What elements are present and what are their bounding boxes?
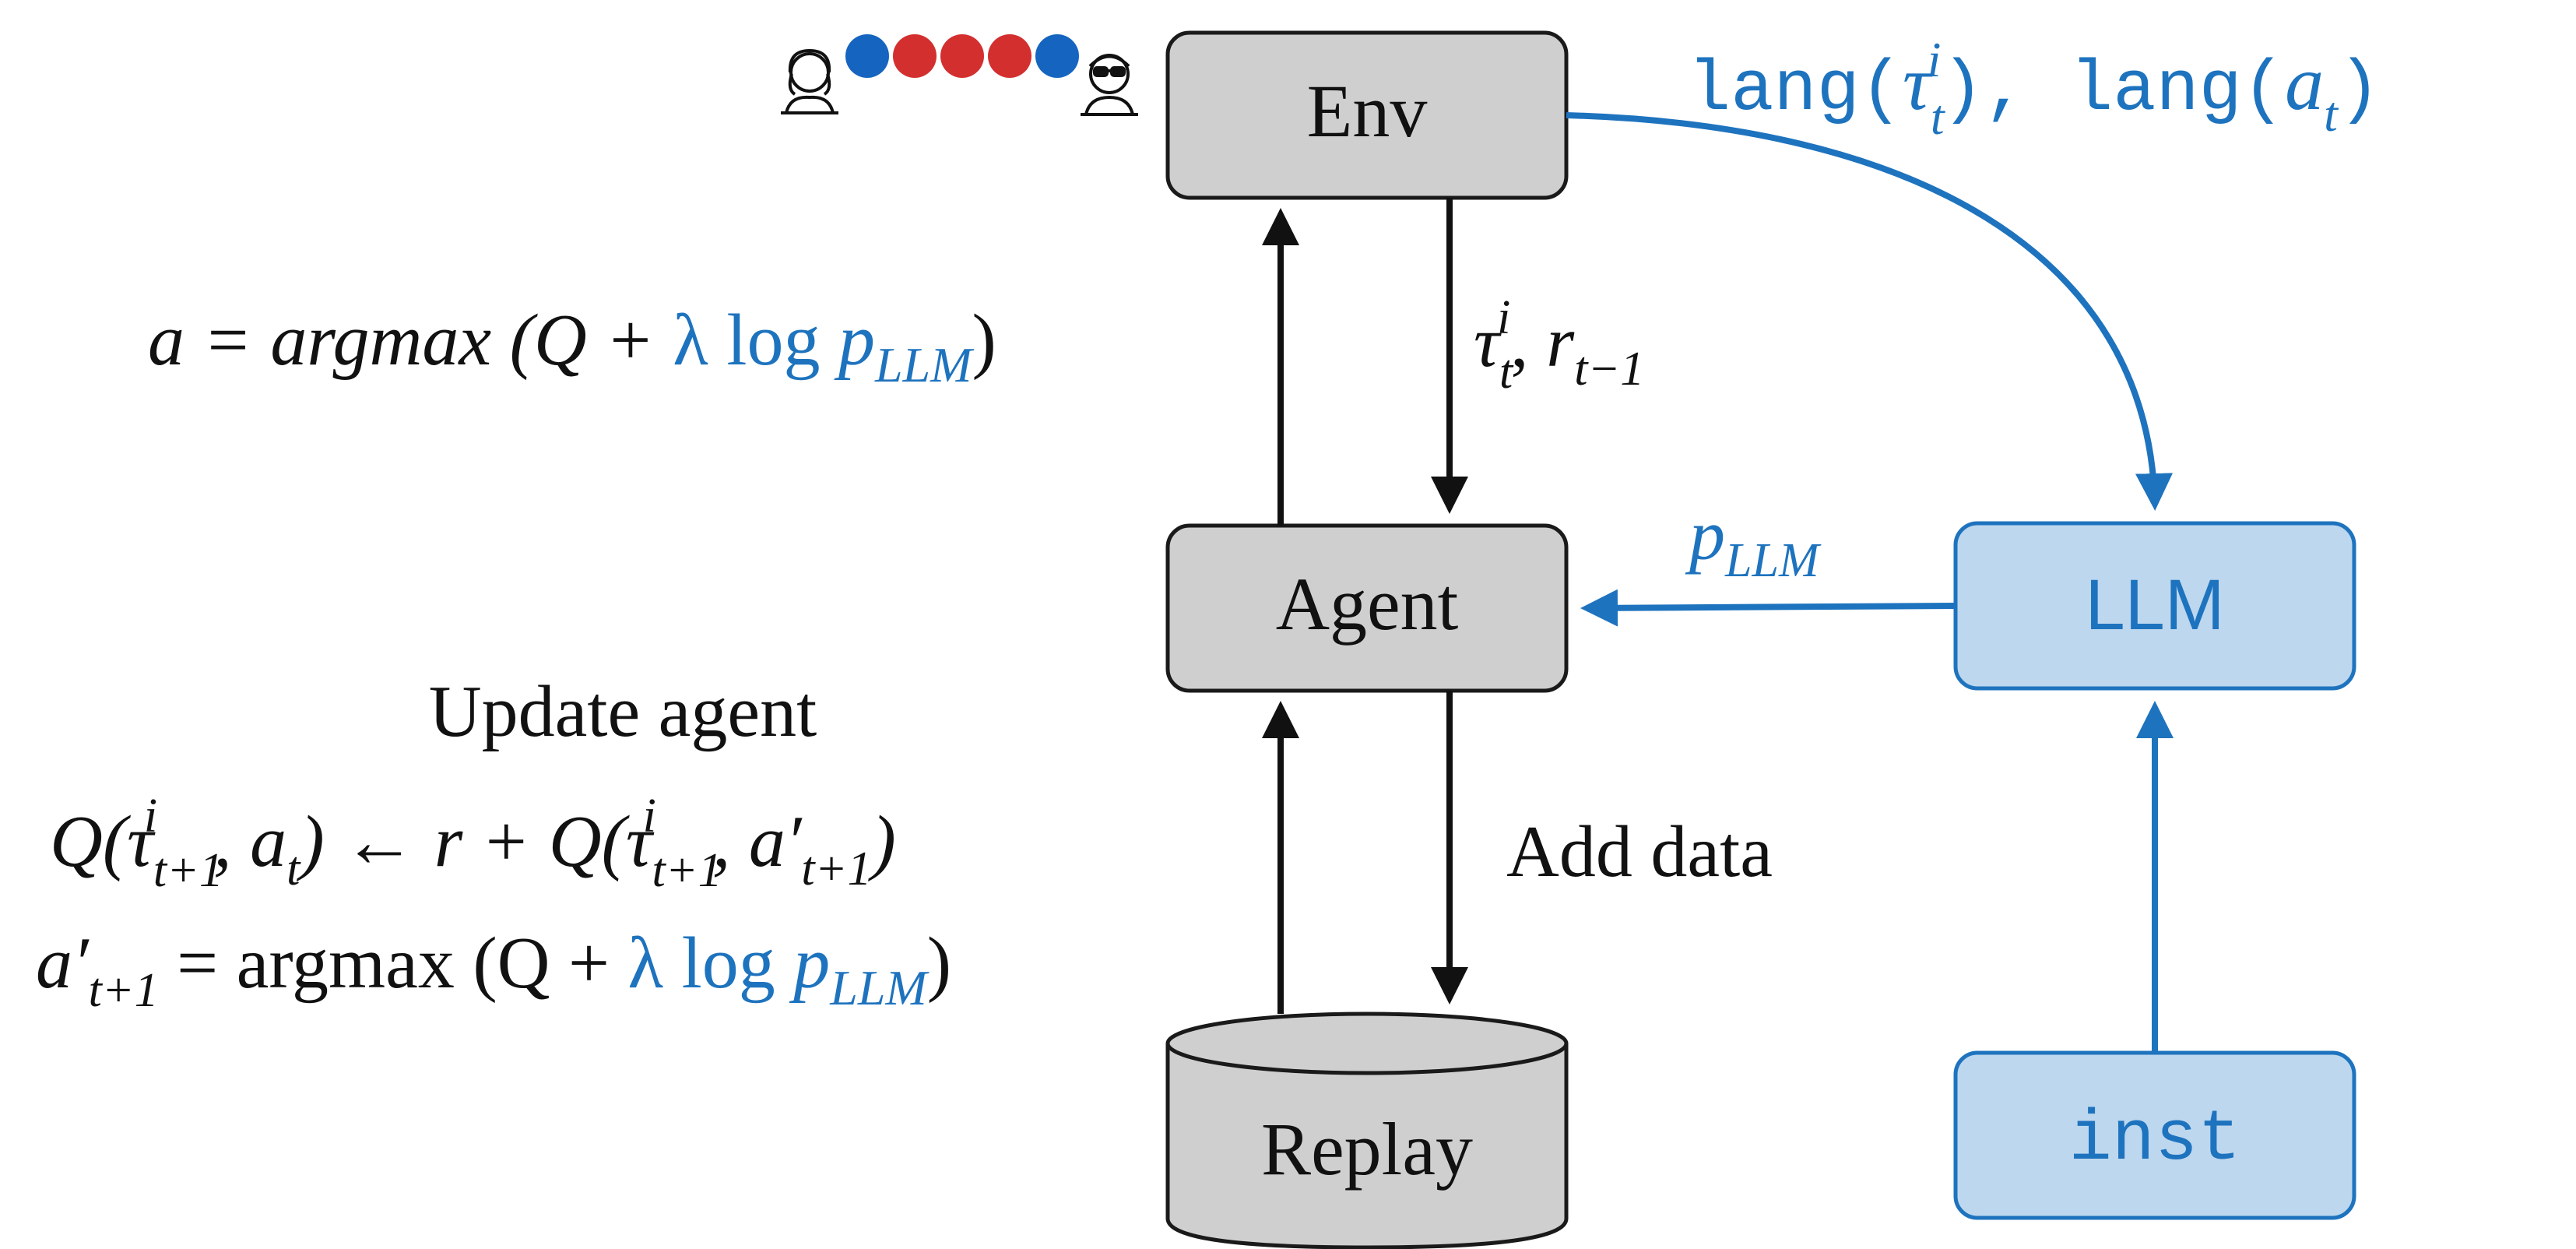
woman-avatar-icon bbox=[781, 48, 838, 114]
sequence-dot-blue bbox=[845, 34, 889, 78]
agent-label: Agent bbox=[1276, 562, 1459, 646]
replay-cylinder: Replay bbox=[1165, 1012, 1569, 1249]
env-output-label: lang(τti), lang(at) bbox=[1688, 32, 2381, 145]
sequence-dot-red bbox=[893, 34, 937, 78]
llm-label: LLM bbox=[2086, 565, 2225, 645]
env-box: Env bbox=[1165, 30, 1569, 200]
sequence-dot-red bbox=[940, 34, 984, 78]
sequence-dot-red bbox=[988, 34, 1031, 78]
inst-label: inst bbox=[2069, 1099, 2241, 1180]
sequence-dot-blue bbox=[1035, 34, 1079, 78]
update-a-formula: a′t+1 = argmax (Q + λ log pLLM) bbox=[36, 923, 951, 1017]
inst-box: inst bbox=[1953, 1050, 2356, 1220]
add-data-label: Add data bbox=[1506, 811, 1773, 892]
man-sunglasses-avatar-icon bbox=[1081, 54, 1138, 116]
p-llm-label: pLLM bbox=[1685, 495, 1822, 587]
env-to-agent-label: τti, rt−1 bbox=[1474, 291, 1644, 399]
replay-label: Replay bbox=[1261, 1107, 1473, 1191]
action-rule-formula: a = argmax (Q + λ log pLLM) bbox=[148, 300, 996, 392]
update-agent-title: Update agent bbox=[429, 671, 817, 752]
agent-box: Agent bbox=[1165, 523, 1569, 693]
env-label: Env bbox=[1307, 69, 1428, 153]
llm-to-agent-arrow bbox=[1580, 589, 1956, 627]
llm-box: LLM bbox=[1953, 521, 2356, 691]
update-q-formula: Q(τt+1i, at) ← r + Q(τt+1i, a′t+1) bbox=[50, 790, 896, 897]
env-to-llm-curve-arrow bbox=[1566, 112, 2173, 511]
agent-sequence-dots bbox=[845, 34, 1079, 78]
